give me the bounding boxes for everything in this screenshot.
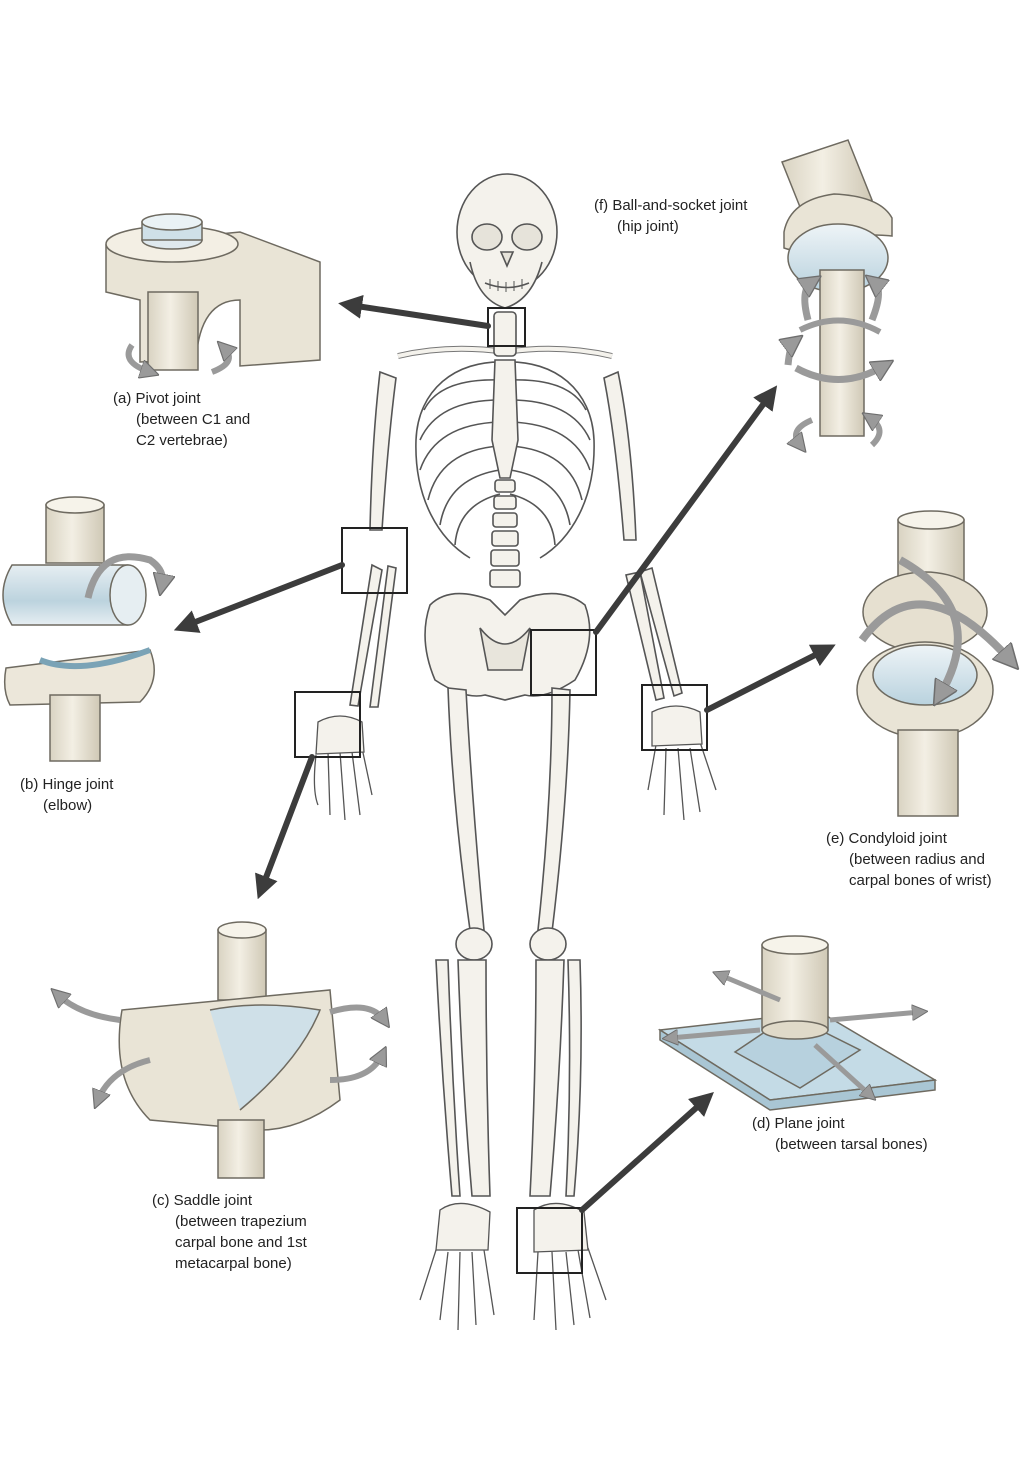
label-condyloid-line-2: (between radius and bbox=[849, 851, 985, 868]
label-hinge-line-2: (elbow) bbox=[43, 797, 93, 814]
arms bbox=[349, 370, 683, 708]
label-saddle-line-4: metacarpal bone) bbox=[175, 1255, 292, 1272]
box-wrist-left bbox=[294, 691, 361, 758]
condyloid-joint-model bbox=[856, 510, 1010, 817]
label-saddle-joint: (c) Saddle joint (between trapezium carp… bbox=[152, 1190, 307, 1274]
sternum bbox=[491, 359, 519, 479]
box-wrist-right bbox=[641, 684, 708, 751]
plane-joint-model bbox=[657, 935, 938, 1111]
pointer-arrows bbox=[173, 294, 836, 1213]
label-hinge-title: (b) Hinge joint bbox=[20, 776, 114, 793]
label-pivot-line-2: (between C1 and bbox=[136, 411, 251, 428]
hands bbox=[313, 705, 717, 821]
label-hinge-joint: (b) Hinge joint (elbow) bbox=[20, 774, 113, 816]
arrow-to-saddle bbox=[255, 754, 315, 900]
skeleton bbox=[313, 173, 717, 1331]
label-ball-socket-line-2: (hip joint) bbox=[617, 218, 679, 235]
label-saddle-line-3: carpal bone and 1st bbox=[175, 1234, 307, 1251]
arrow-to-hinge bbox=[173, 562, 345, 633]
box-foot bbox=[516, 1207, 583, 1274]
rib-cage bbox=[415, 361, 595, 559]
label-plane-line-2: (between tarsal bones) bbox=[775, 1136, 928, 1153]
label-ball-socket-joint: (f) Ball-and-socket joint (hip joint) bbox=[594, 195, 747, 237]
arrow-to-condyloid bbox=[704, 644, 836, 713]
feet bbox=[419, 1202, 607, 1331]
saddle-joint-model bbox=[58, 921, 384, 1179]
arrow-to-plane bbox=[579, 1092, 714, 1213]
skull bbox=[456, 173, 558, 309]
label-pivot-line-3: C2 vertebrae) bbox=[136, 432, 228, 449]
label-saddle-title: (c) Saddle joint bbox=[152, 1192, 253, 1209]
hinge-joint-model bbox=[2, 496, 163, 762]
ball-and-socket-joint-model bbox=[782, 139, 892, 445]
box-hip bbox=[530, 629, 597, 696]
label-pivot-joint: (a) Pivot joint (between C1 and C2 verte… bbox=[113, 388, 250, 451]
legs bbox=[435, 687, 582, 1197]
arrow-to-pivot bbox=[338, 294, 491, 329]
highlight-boxes bbox=[294, 307, 708, 1274]
box-elbow bbox=[341, 527, 408, 594]
label-condyloid-title: (e) Condyloid joint bbox=[826, 830, 947, 847]
label-condyloid-line-3: carpal bones of wrist) bbox=[849, 872, 992, 889]
pivot-joint-model bbox=[105, 213, 321, 372]
label-plane-joint: (d) Plane joint (between tarsal bones) bbox=[752, 1113, 928, 1155]
label-ball-socket-title: (f) Ball-and-socket joint bbox=[594, 197, 748, 214]
label-plane-title: (d) Plane joint bbox=[752, 1115, 845, 1132]
arrow-to-ball-socket bbox=[593, 385, 778, 635]
label-condyloid-joint: (e) Condyloid joint (between radius and … bbox=[826, 828, 992, 891]
label-saddle-line-2: (between trapezium bbox=[175, 1213, 307, 1230]
label-pivot-title: (a) Pivot joint bbox=[113, 390, 201, 407]
